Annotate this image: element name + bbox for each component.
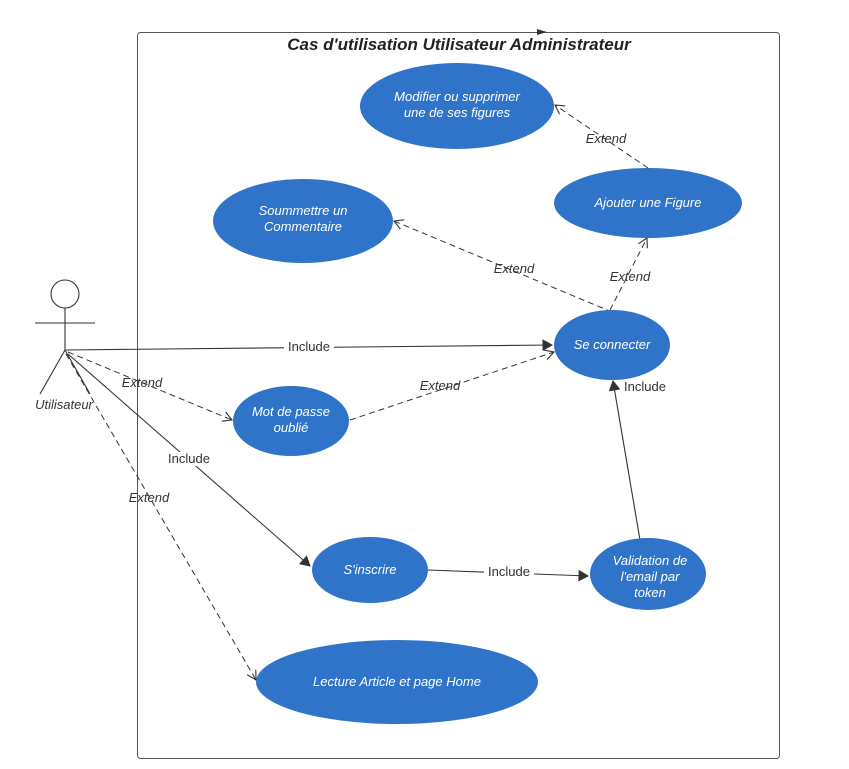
label-actor-connecter: Include (288, 339, 330, 354)
actor-utilisateur: Utilisateur (35, 279, 95, 412)
system-title: Cas d'utilisation Utilisateur Administra… (287, 35, 632, 54)
use-case-label: Validation de (613, 553, 688, 568)
use-case-label: oublié (274, 420, 309, 435)
label-ajouter-modifier: Extend (586, 131, 627, 146)
edge-validation-connecter (608, 379, 641, 541)
relations: Include Extend Include Extend Extend Ext… (65, 104, 666, 681)
use-case-modifier: Modifier ou supprimer une de ses figures (360, 63, 554, 149)
use-case-label: S'inscrire (343, 562, 396, 577)
use-case-label: Ajouter une Figure (594, 195, 702, 210)
label-connecter-ajouter: Extend (610, 269, 651, 284)
use-case-label: Se connecter (574, 337, 651, 352)
actor-label: Utilisateur (35, 397, 93, 412)
use-case-label: Lecture Article et page Home (313, 674, 481, 689)
use-case-motdepasse: Mot de passe oublié (233, 386, 349, 456)
use-case-label: Mot de passe (252, 404, 330, 419)
edge-ajouter-modifier (554, 104, 649, 169)
use-case-commentaire: Soummettre un Commentaire (213, 179, 393, 263)
use-case-label: token (634, 585, 666, 600)
label-inscrire-validation: Include (488, 564, 530, 579)
label-connecter-commentaire: Extend (494, 261, 535, 276)
edge-connecter-ajouter (609, 236, 648, 311)
label-motdepasse-connecter: Extend (420, 378, 461, 393)
label-actor-inscrire: Include (168, 451, 210, 466)
edge-motdepasse-connecter (349, 349, 556, 421)
use-case-lecture: Lecture Article et page Home (256, 640, 538, 724)
use-case-inscrire: S'inscrire (312, 537, 428, 603)
label-validation-connecter: Include (624, 379, 666, 394)
use-case-label: Commentaire (264, 219, 342, 234)
label-actor-lecture: Extend (129, 490, 170, 505)
use-case-label: l'email par (621, 569, 681, 584)
use-case-ajouter: Ajouter une Figure (554, 168, 742, 238)
edge-actor-lecture (65, 353, 257, 681)
use-case-label: Modifier ou supprimer (394, 89, 520, 104)
use-case-label: une de ses figures (404, 105, 511, 120)
label-actor-motdepasse: Extend (122, 375, 163, 390)
actor-head (50, 279, 80, 309)
use-case-connecter: Se connecter (554, 310, 670, 380)
use-case-label: Soummettre un (259, 203, 348, 218)
use-case-validation: Validation de l'email par token (590, 538, 706, 610)
